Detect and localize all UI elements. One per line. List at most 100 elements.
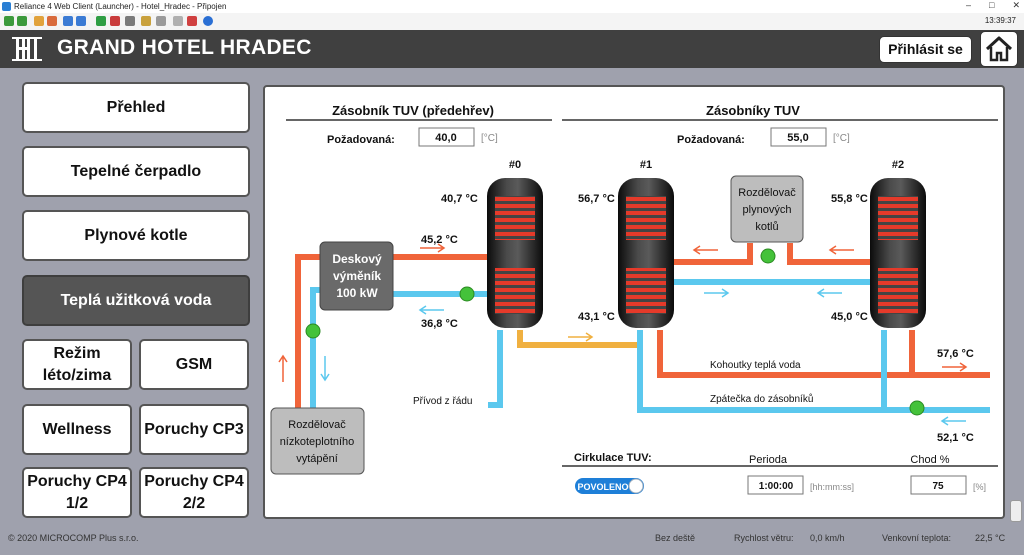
left-section-title: Zásobník TUV (předehřev) [332,103,494,118]
gas-distributor-box [730,175,804,243]
hx-line3: 100 kW [336,286,378,300]
nav-rezim-button[interactable]: Režim léto/zima [22,339,132,390]
close-button[interactable]: ✕ [1012,0,1020,10]
period-field[interactable] [747,475,804,495]
app-header: GRAND HOTEL HRADEC [0,30,1024,68]
footer-weather: Bez deště [655,533,696,543]
nav-wellness-label: Wellness [42,420,112,438]
nav-cp4b-label-1: Poruchy CP4 [144,472,244,490]
hotel-logo-icon [12,37,42,61]
user-icon[interactable] [34,16,44,26]
nav-tuv-button[interactable]: Teplá užitková voda [22,275,250,326]
minimize-button[interactable]: – [966,0,972,10]
alarm-icon[interactable] [110,16,120,26]
folder-icon[interactable] [141,16,151,26]
disconnect-icon[interactable] [187,16,197,26]
low-dist-line3: vytápění [296,453,338,465]
temp-t0-top: 40,7 °C [441,193,478,205]
pump-preheat-icon[interactable] [459,286,475,302]
nav-cp3-label: Poruchy CP3 [144,420,244,438]
hotel-title: GRAND HOTEL HRADEC [57,36,312,59]
nav-tuv-label: Teplá užitková voda [60,291,212,309]
right-setpoint-unit: [°C] [833,133,850,144]
gas-dist-line2: plynových [743,204,792,216]
heat-exchanger-box [319,241,394,311]
nav-kotle-label: Plynové kotle [84,226,188,244]
help-icon[interactable] [203,16,213,26]
temp-t2-bottom: 45,0 °C [831,311,868,323]
low-dist-line2: nízkoteplotního [280,436,355,448]
nav-rezim-label-1: Režim [53,344,101,362]
tool-icon[interactable] [173,16,183,26]
footer-outside-label: Venkovní teplota: [882,533,952,543]
supply-label: Přívod z řádu [413,396,472,407]
refresh-icon[interactable] [63,16,73,26]
footer-wind-label: Rychlost větru: [734,533,794,543]
temp-t1-bottom: 43,1 °C [578,311,615,323]
chart-icon[interactable] [96,16,106,26]
forward-arrow-icon[interactable] [17,16,27,26]
footer-wind-value: 0,0 km/h [810,533,845,543]
nav-plynove-kotle-button[interactable]: Plynové kotle [22,210,250,261]
left-setpoint-field[interactable] [418,127,475,147]
settings-icon[interactable] [125,16,135,26]
back-arrow-icon[interactable] [4,16,14,26]
footer-copyright: © 2020 MICROCOMP Plus s.r.o. [8,533,139,543]
lock-icon[interactable] [156,16,166,26]
run-label: Chod % [910,454,949,466]
left-req-label: Požadovaná: [327,134,395,146]
login-button[interactable]: Přihlásit se [879,36,972,63]
tank-1-label: #1 [640,159,652,171]
toggle-label: POVOLENO [577,482,628,492]
circulation-toggle[interactable]: POVOLENO [575,478,644,494]
nav-prehled-label: Přehled [106,98,166,116]
pump-gas-icon[interactable] [760,248,776,264]
nav-rezim-label-2: léto/zima [42,366,112,384]
period-unit: [hh:mm:ss] [810,482,854,492]
main-pipes [637,243,990,413]
nav-gsm-button[interactable]: GSM [139,339,249,390]
nav-cp4b-label-2: 2/2 [182,494,206,512]
nav-tepelne-cerpadlo-button[interactable]: Tepelné čerpadlo [22,146,250,197]
lowtemp-distributor-box [270,407,365,475]
tank-2-label: #2 [892,159,904,171]
window-title: Reliance 4 Web Client (Launcher) - Hotel… [14,2,227,11]
gas-dist-line1: Rozdělovač [738,187,796,199]
period-label: Perioda [749,454,788,466]
flow-arrows [278,243,968,426]
tank-0-label: #0 [509,159,521,171]
nav-poruchy-cp4-2-button[interactable]: Poruchy CP4 2/2 [139,467,249,518]
left-setpoint-unit: [°C] [481,133,498,144]
launcher-toolbar: 13:39:37 [0,13,1024,31]
hx-line1: Deskový [332,252,382,266]
temp-hx-out: 45,2 °C [421,234,458,246]
scroll-handle[interactable] [1010,500,1022,522]
nav-poruchy-cp3-button[interactable]: Poruchy CP3 [139,404,249,455]
right-setpoint-field[interactable] [770,127,827,147]
users-icon[interactable] [47,16,57,26]
temp-hot-out: 57,6 °C [937,348,974,360]
home-button[interactable] [980,31,1018,67]
circ-title: Cirkulace TUV: [574,452,652,464]
run-field[interactable] [910,475,967,495]
nav-gsm-label: GSM [175,355,213,373]
nav-prehled-button[interactable]: Přehled [22,82,250,133]
temp-t2-top: 55,8 °C [831,193,868,205]
temp-t1-top: 56,7 °C [578,193,615,205]
nav-poruchy-cp4-1-button[interactable]: Poruchy CP4 1/2 [22,467,132,518]
tank-2 [870,178,926,328]
tank-0 [487,178,543,328]
pump-lowtemp-icon[interactable] [305,323,321,339]
nav-wellness-button[interactable]: Wellness [22,404,132,455]
temp-hx-in: 36,8 °C [421,318,458,330]
tuv-diagram-panel: Zásobník TUV (předehřev) Zásobníky TUV P… [263,85,1005,519]
nav-cp4a-label-2: 1/2 [65,494,89,512]
footer-outside-value: 22,5 °C [975,533,1006,543]
nav-cp4a-label-1: Poruchy CP4 [27,472,127,490]
windows-icon[interactable] [76,16,86,26]
tuv-diagram: Zásobník TUV (předehřev) Zásobníky TUV P… [270,103,998,495]
maximize-button[interactable]: □ [989,0,995,10]
nav-tepelne-label: Tepelné čerpadlo [70,162,202,180]
pump-circulation-icon[interactable] [909,400,925,416]
period-value: 1:00:00 [759,481,794,492]
